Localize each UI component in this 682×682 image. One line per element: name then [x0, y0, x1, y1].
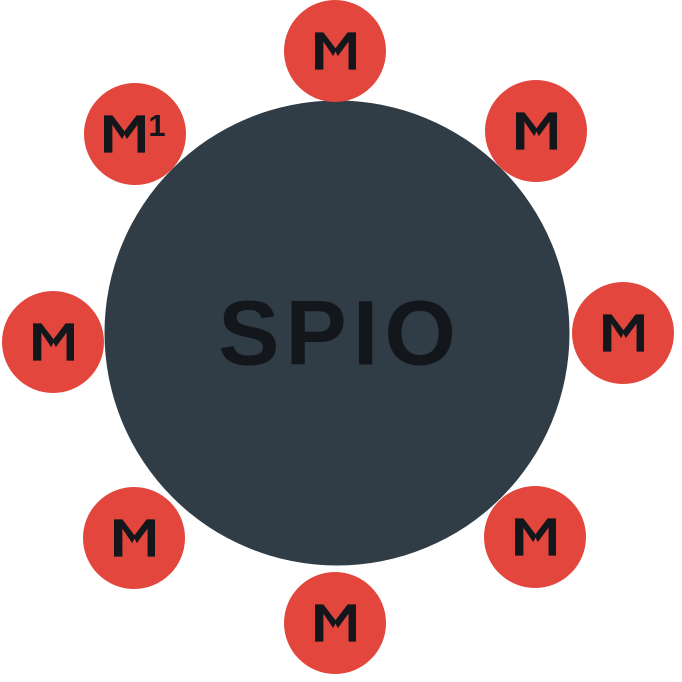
satellite-m-bottom [284, 572, 386, 674]
satellite-m-bottom-left [83, 487, 185, 589]
satellite-m-bottom-right [484, 486, 586, 588]
satellite-label [602, 314, 644, 352]
satellite-m1-top-left: 1 [84, 83, 186, 185]
satellite-label [514, 518, 556, 556]
satellite-label [314, 32, 356, 70]
satellite-m-top [284, 0, 386, 102]
m-logo-icon [113, 519, 155, 557]
superscript-1: 1 [148, 108, 166, 143]
satellite-m-right [572, 282, 674, 384]
m-logo-icon [104, 115, 146, 153]
core-label: SPIO [218, 282, 462, 384]
m-logo-icon [314, 604, 356, 642]
m-logo-icon [602, 314, 644, 352]
m-logo-icon [32, 323, 74, 361]
satellite-label [113, 519, 155, 557]
satellite-label [32, 323, 74, 361]
satellite-m-left [2, 291, 104, 393]
satellite-m-top-right [485, 80, 587, 182]
satellite-label: 1 [104, 110, 166, 153]
m-logo-icon [514, 518, 556, 556]
m-logo-icon [314, 32, 356, 70]
satellite-label [515, 112, 557, 150]
satellite-label [314, 604, 356, 642]
core-circle-spio: SPIO [104, 100, 570, 566]
m-logo-icon [515, 112, 557, 150]
